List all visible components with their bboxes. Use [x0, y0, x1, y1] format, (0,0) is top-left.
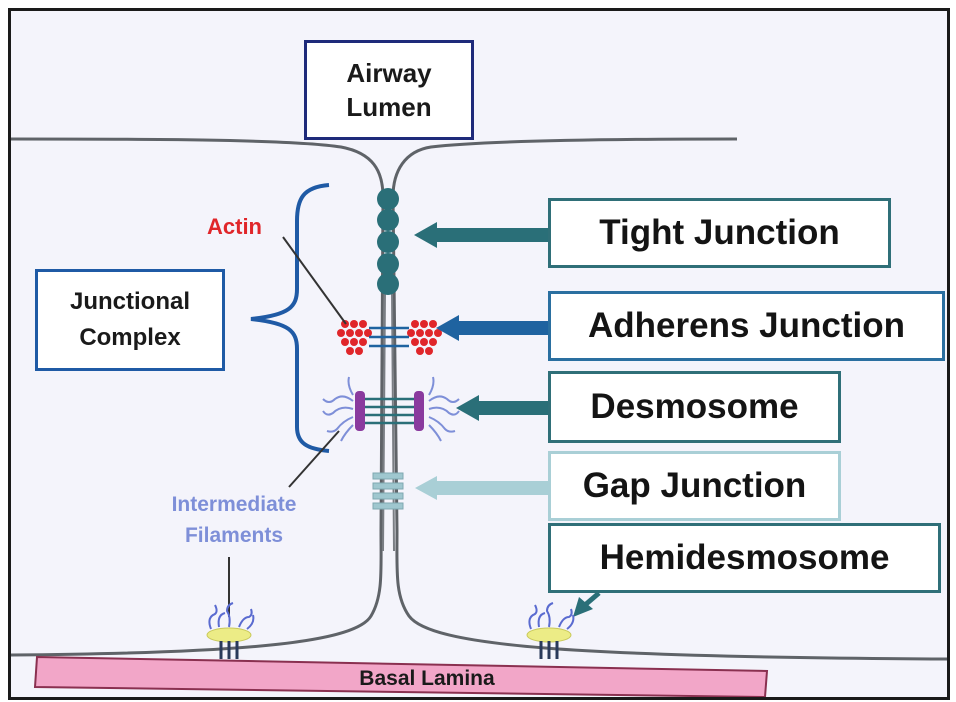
basal-lamina-label: Basal Lamina: [317, 667, 537, 691]
desmosome-plaque-left: [355, 391, 365, 431]
hemidesmosome-arrow: [573, 593, 599, 617]
if-pointer-desmosome: [289, 431, 339, 487]
diagram-frame: Airway Lumen Junctional Complex Tight Ju…: [8, 8, 950, 700]
desmosome-plaque-right: [414, 391, 424, 431]
adherens-junction-arrow: [436, 315, 548, 341]
airway-lumen-line-2: Lumen: [346, 90, 431, 124]
desmosome-arrow: [456, 395, 548, 421]
gap-junction-box: Gap Junction: [548, 451, 841, 521]
actin-label: Actin: [207, 214, 262, 240]
airway-lumen-line-1: Airway: [346, 56, 431, 90]
desmosome-filaments: [323, 377, 459, 441]
junctional-complex-line-2: Complex: [79, 320, 180, 356]
intermediate-filaments-line-1: Intermediate: [139, 489, 329, 520]
junctional-complex-bracket: [251, 185, 329, 451]
intermediate-filaments-line-2: Filaments: [139, 520, 329, 551]
gap-junction-arrow: [415, 476, 548, 500]
actin-pointer: [283, 237, 346, 324]
tight-junction-arrow: [414, 222, 548, 248]
hemidesmosome-label: Hemidesmosome: [600, 538, 890, 578]
apical-membrane-right: [393, 139, 737, 197]
gap-junction-channels: [373, 473, 403, 509]
actin-dots-left: [337, 320, 372, 355]
airway-lumen-box: Airway Lumen: [304, 40, 474, 140]
lateral-membrane-inner: [383, 291, 394, 551]
gap-junction-label: Gap Junction: [583, 466, 807, 506]
adherens-junction-label: Adherens Junction: [588, 306, 905, 346]
adherens-junction-box: Adherens Junction: [548, 291, 945, 361]
junctional-complex-box: Junctional Complex: [35, 269, 225, 371]
desmosome-links: [365, 399, 414, 423]
hemidesmosome-box: Hemidesmosome: [548, 523, 941, 593]
desmosome-label: Desmosome: [590, 387, 798, 427]
tight-junction-label: Tight Junction: [599, 213, 839, 253]
tight-junction-box: Tight Junction: [548, 198, 891, 268]
tight-junction-beads: [377, 188, 399, 295]
desmosome-box: Desmosome: [548, 371, 841, 443]
apical-membrane-left: [11, 139, 383, 197]
junctional-complex-line-1: Junctional: [70, 284, 190, 320]
lateral-membrane-left: [11, 197, 383, 655]
adherens-cadherins: [369, 328, 409, 346]
actin-dots-right: [407, 320, 442, 355]
intermediate-filaments-label: Intermediate Filaments: [139, 489, 329, 551]
